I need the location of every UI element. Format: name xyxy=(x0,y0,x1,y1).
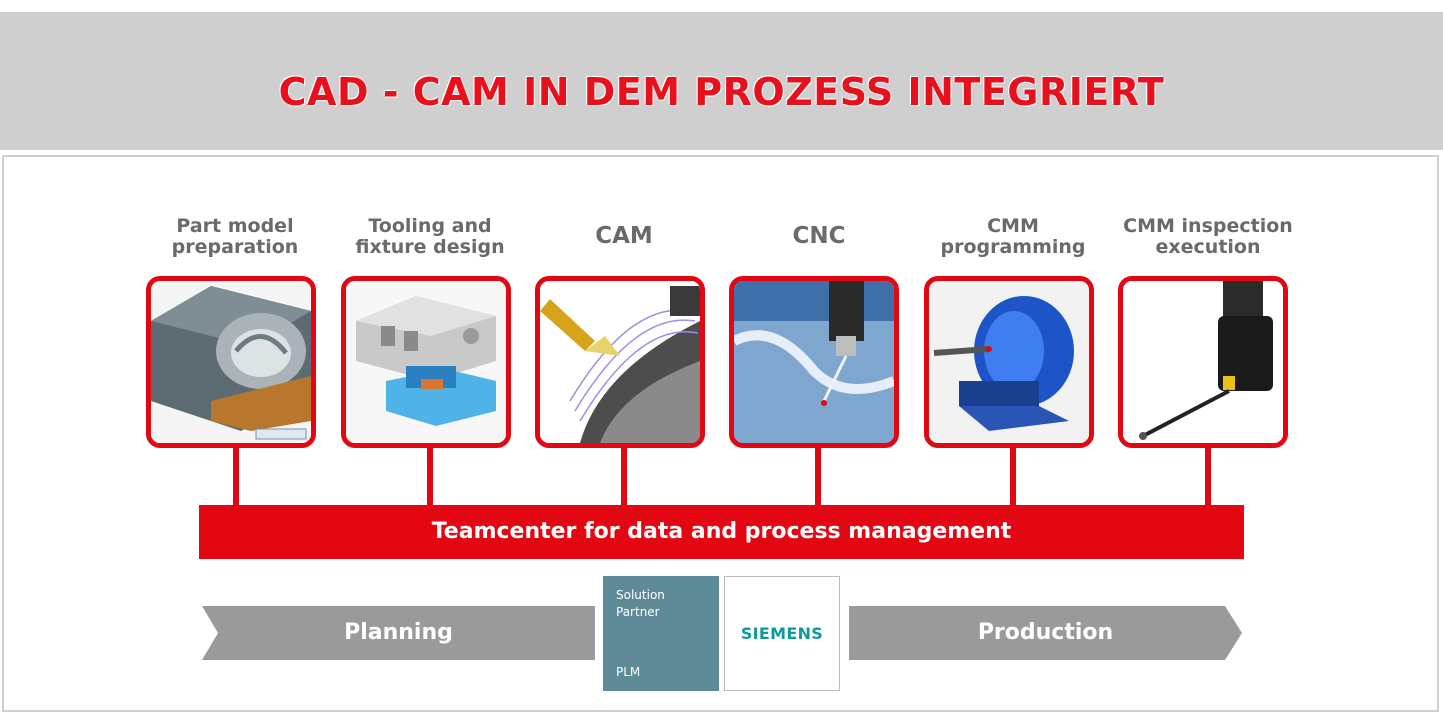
step-label-line: Part model xyxy=(176,215,294,237)
step-label-line: fixture design xyxy=(355,236,505,258)
planning-label: Planning xyxy=(344,620,453,645)
teamcenter-bar: Teamcenter for data and process manageme… xyxy=(199,505,1244,559)
production-label: Production xyxy=(977,620,1114,645)
connector-line xyxy=(1010,448,1016,506)
page-title: CAD - CAM IN DEM PROZESS INTEGRIERT xyxy=(278,70,1165,114)
solution-partner-badge: Solution Partner PLM xyxy=(603,576,719,691)
connector-line xyxy=(427,448,433,506)
planning-arrow: Planning xyxy=(202,606,595,660)
connector-line xyxy=(233,448,239,506)
step-label-line: programming xyxy=(940,236,1086,258)
cmm-probe-image xyxy=(1118,276,1288,448)
connector-line xyxy=(1205,448,1211,506)
badge-plm-text: PLM xyxy=(616,665,641,679)
connector-line xyxy=(815,448,821,506)
step-label-cnc: CNC xyxy=(792,223,846,249)
step-label-cam: CAM xyxy=(595,223,653,249)
fixture-design-image xyxy=(341,276,511,448)
cmm-programming-image xyxy=(924,276,1094,448)
production-arrow-shape xyxy=(849,606,1242,660)
badge-solution-text: Solution xyxy=(616,588,665,602)
part-model-image xyxy=(146,276,316,448)
badge-partner-text: Partner xyxy=(616,605,660,619)
header-banner: CAD - CAM IN DEM PROZESS INTEGRIERT xyxy=(0,12,1443,150)
cam-toolpath-image xyxy=(535,276,705,448)
step-label-tooling: Tooling and fixture design xyxy=(330,216,530,258)
production-arrow: Production xyxy=(849,606,1242,660)
siemens-logo: SIEMENS xyxy=(724,576,840,691)
step-label-line: Tooling and xyxy=(368,215,492,237)
step-label-part-model: Part model preparation xyxy=(135,216,335,258)
step-label-cmm-inspection: CMM inspection execution xyxy=(1108,216,1308,258)
connector-line xyxy=(621,448,627,506)
step-label-line: CMM inspection xyxy=(1123,215,1293,237)
planning-arrow-shape xyxy=(202,606,595,660)
step-label-line: CMM xyxy=(987,215,1039,237)
step-label-cmm-programming: CMM programming xyxy=(913,216,1113,258)
cnc-machining-image xyxy=(729,276,899,448)
step-label-line: execution xyxy=(1155,236,1261,258)
step-label-line: preparation xyxy=(171,236,299,258)
